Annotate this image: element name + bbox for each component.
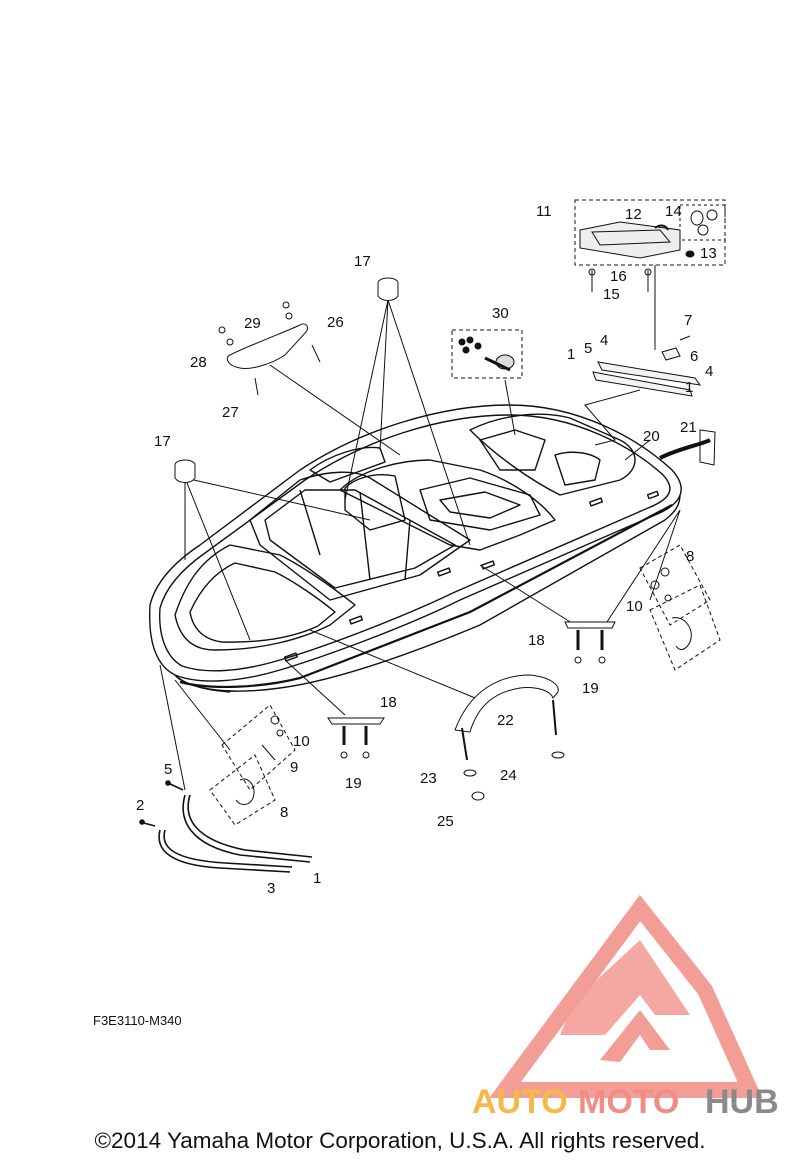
callout-30: 30 bbox=[492, 305, 509, 322]
watermark-moto: MOTO bbox=[578, 1083, 679, 1121]
callout-14: 14 bbox=[665, 203, 682, 220]
callout-13: 13 bbox=[700, 245, 717, 262]
callout-8-right: 8 bbox=[686, 548, 694, 565]
part-8-eye-kit-right bbox=[639, 544, 721, 671]
callout-12: 12 bbox=[625, 206, 642, 223]
part-17-cupholder-upper bbox=[377, 277, 399, 301]
callout-19-right: 19 bbox=[582, 680, 599, 697]
part-15-16-screws bbox=[588, 268, 652, 292]
callout-2: 2 bbox=[136, 797, 144, 814]
callout-4-top: 4 bbox=[600, 332, 608, 349]
callout-labels: 11 12 14 13 16 15 7 4 1 5 6 4 1 30 17 29… bbox=[136, 203, 717, 897]
part-26-grab-handle bbox=[218, 301, 321, 396]
part-22-tow-bar bbox=[454, 674, 565, 801]
callout-15: 15 bbox=[603, 286, 620, 303]
boat-hull bbox=[148, 404, 682, 693]
callout-27: 27 bbox=[222, 404, 239, 421]
callout-21: 21 bbox=[680, 419, 697, 436]
callout-26: 26 bbox=[327, 314, 344, 331]
callout-25: 25 bbox=[437, 813, 454, 830]
watermark-auto: AUTO bbox=[472, 1083, 568, 1121]
part-20-21-bracket bbox=[659, 429, 716, 466]
leader-lines bbox=[159, 265, 681, 791]
part-18-cleat-right bbox=[564, 621, 616, 664]
callout-10-left: 10 bbox=[293, 733, 310, 750]
callout-18-left: 18 bbox=[380, 694, 397, 711]
callout-19-left: 19 bbox=[345, 775, 362, 792]
callout-16: 16 bbox=[610, 268, 627, 285]
callout-17-upper: 17 bbox=[354, 253, 371, 270]
callout-1-lower: 1 bbox=[313, 870, 321, 887]
callout-22: 22 bbox=[497, 712, 514, 729]
part-17-cupholder-lower bbox=[174, 459, 196, 483]
callout-1-rail: 1 bbox=[567, 346, 575, 363]
callout-23: 23 bbox=[420, 770, 437, 787]
copyright-notice: ©2014 Yamaha Motor Corporation, U.S.A. A… bbox=[94, 1128, 706, 1153]
callout-24: 24 bbox=[500, 767, 517, 784]
callout-17-lower: 17 bbox=[154, 433, 171, 450]
part-18-cleat-left bbox=[327, 717, 385, 759]
callout-7: 7 bbox=[684, 312, 692, 329]
part-rub-rail-strips bbox=[139, 780, 313, 873]
callout-28: 28 bbox=[190, 354, 207, 371]
part-11-assembly bbox=[574, 199, 726, 266]
callout-29: 29 bbox=[244, 315, 261, 332]
callout-5-lower: 5 bbox=[164, 761, 172, 778]
callout-5-rail: 5 bbox=[584, 340, 592, 357]
callout-20: 20 bbox=[643, 428, 660, 445]
part-30-kit bbox=[451, 329, 523, 379]
part-seat-rails bbox=[592, 335, 702, 397]
callout-4-bottom: 4 bbox=[705, 363, 713, 380]
part-8-eye-kit-left bbox=[209, 704, 296, 826]
callout-8-left: 8 bbox=[280, 804, 288, 821]
watermark-wordmark: AUTO MOTO HUB bbox=[472, 1083, 779, 1121]
figure-code: F3E3110-M340 bbox=[93, 1013, 182, 1028]
callout-18-right: 18 bbox=[528, 632, 545, 649]
watermark-hub: HUB bbox=[705, 1083, 779, 1121]
callout-1-rail-lower: 1 bbox=[685, 379, 693, 396]
callout-6: 6 bbox=[690, 348, 698, 365]
callout-10-right: 10 bbox=[626, 598, 643, 615]
callout-9: 9 bbox=[290, 759, 298, 776]
watermark-logo bbox=[489, 894, 763, 1098]
callout-11: 11 bbox=[536, 203, 552, 220]
callout-3: 3 bbox=[267, 880, 275, 897]
